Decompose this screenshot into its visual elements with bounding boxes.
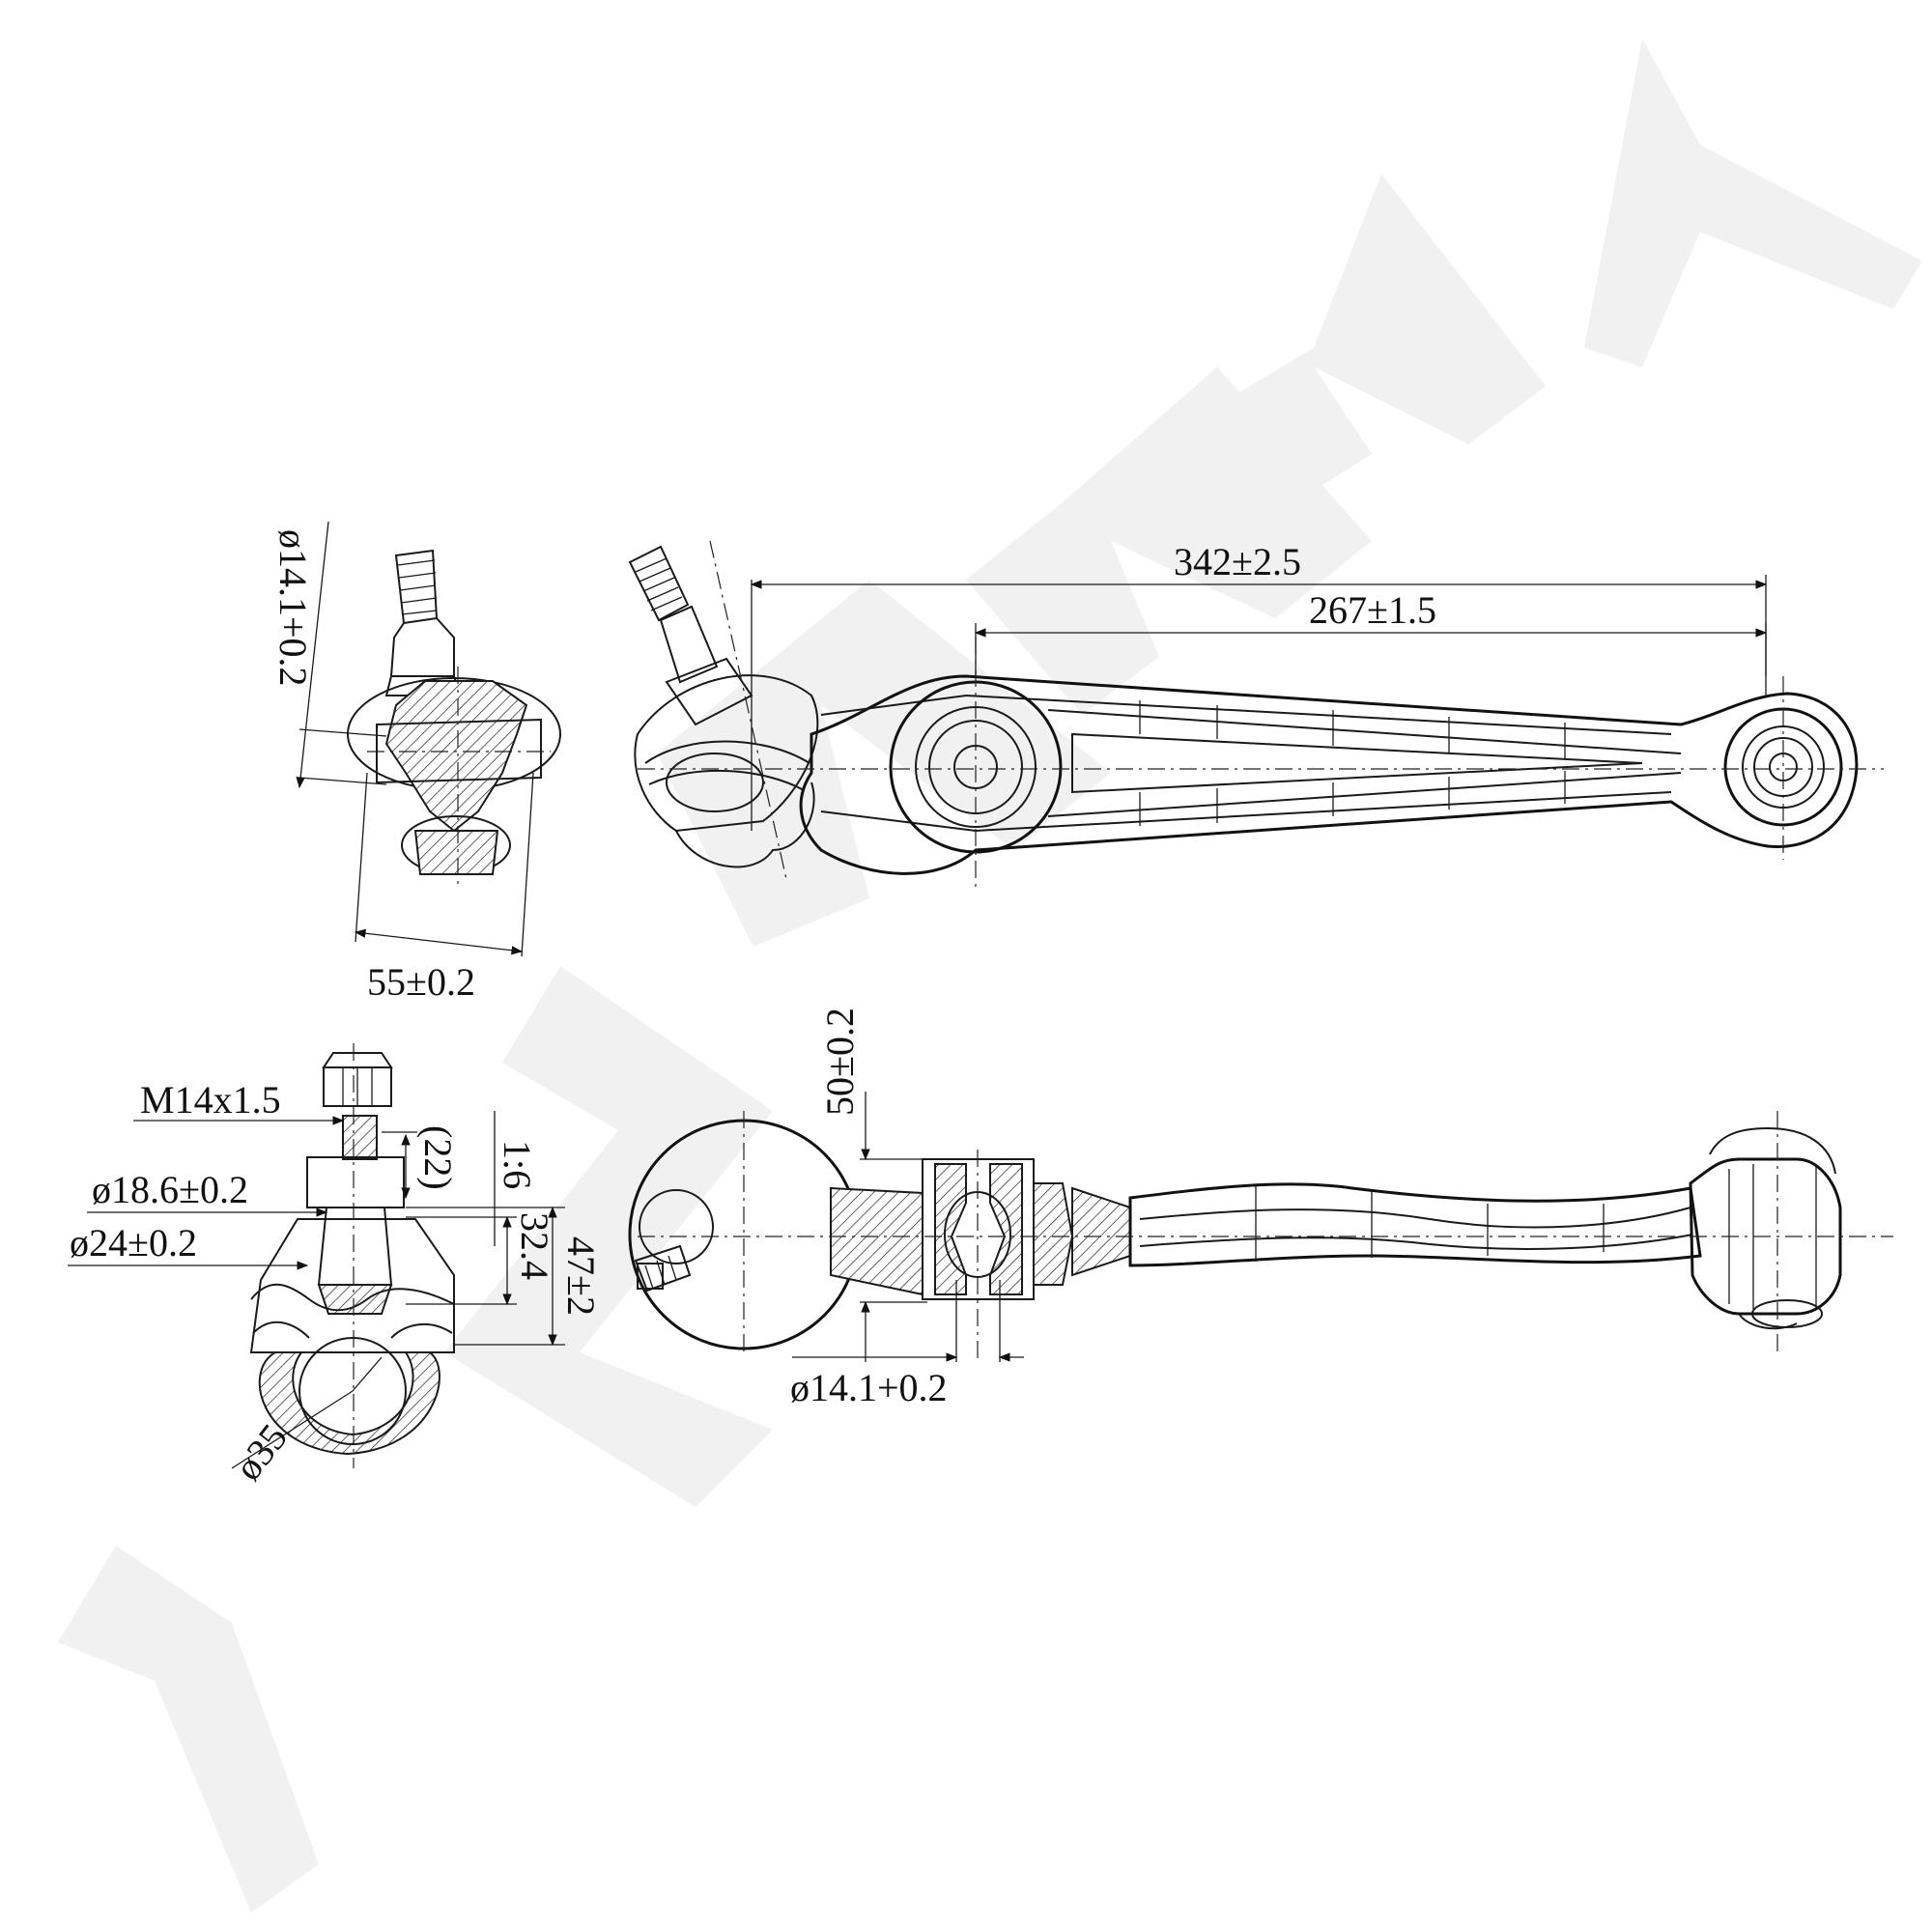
joint-height-label: 32.4 — [513, 1212, 556, 1280]
dim-shank-diameter: ø24±0.2 — [68, 1221, 309, 1270]
dim-total-height: 47±2 — [406, 1206, 603, 1347]
dim-taper: 1:6 — [494, 1111, 539, 1246]
arm-front-view — [628, 1111, 1893, 1362]
dim-overall-length: 342±2.5 — [750, 540, 1768, 831]
taper-diameter-label: ø18.6±0.2 — [92, 1168, 248, 1211]
bush-diameter-bottom-label: ø14.1+0.2 — [790, 1366, 948, 1409]
dim-bush-to-bush: 267±1.5 — [974, 588, 1768, 676]
shank-diameter-label: ø24±0.2 — [70, 1221, 197, 1264]
bush-height-label: 50±0.2 — [818, 1008, 862, 1116]
ball-joint-housing-top — [634, 674, 819, 868]
dim-taper-diameter: ø18.6±0.2 — [87, 1168, 328, 1217]
thread-label: M14x1.5 — [140, 1078, 281, 1122]
bush-width-label: 55±0.2 — [367, 960, 475, 1004]
dim-bush-diameter-bottom: ø14.1+0.2 — [790, 1280, 1024, 1409]
dim-stud-length: (22) — [382, 1125, 460, 1200]
stud-length-label: (22) — [416, 1125, 460, 1190]
ball-joint-section — [231, 1043, 455, 1469]
bush-diameter-side-label: ø14.1+0.2 — [271, 529, 315, 687]
total-height-label: 47±2 — [559, 1236, 603, 1316]
watermark-logo — [58, 39, 1922, 1913]
dim-bush-diameter-side: ø14.1+0.2 — [271, 521, 387, 789]
bush-side-view — [347, 549, 561, 884]
arm-top-view — [628, 540, 1884, 889]
overall-length-label: 342±2.5 — [1174, 540, 1301, 583]
bush-to-bush-label: 267±1.5 — [1309, 588, 1436, 632]
arm-body-top — [799, 674, 1859, 875]
taper-label: 1:6 — [496, 1140, 539, 1189]
dim-thread: M14x1.5 — [133, 1078, 345, 1125]
dim-bush-width: 55±0.2 — [354, 772, 534, 1004]
dim-bush-height: 50±0.2 — [818, 1008, 927, 1362]
